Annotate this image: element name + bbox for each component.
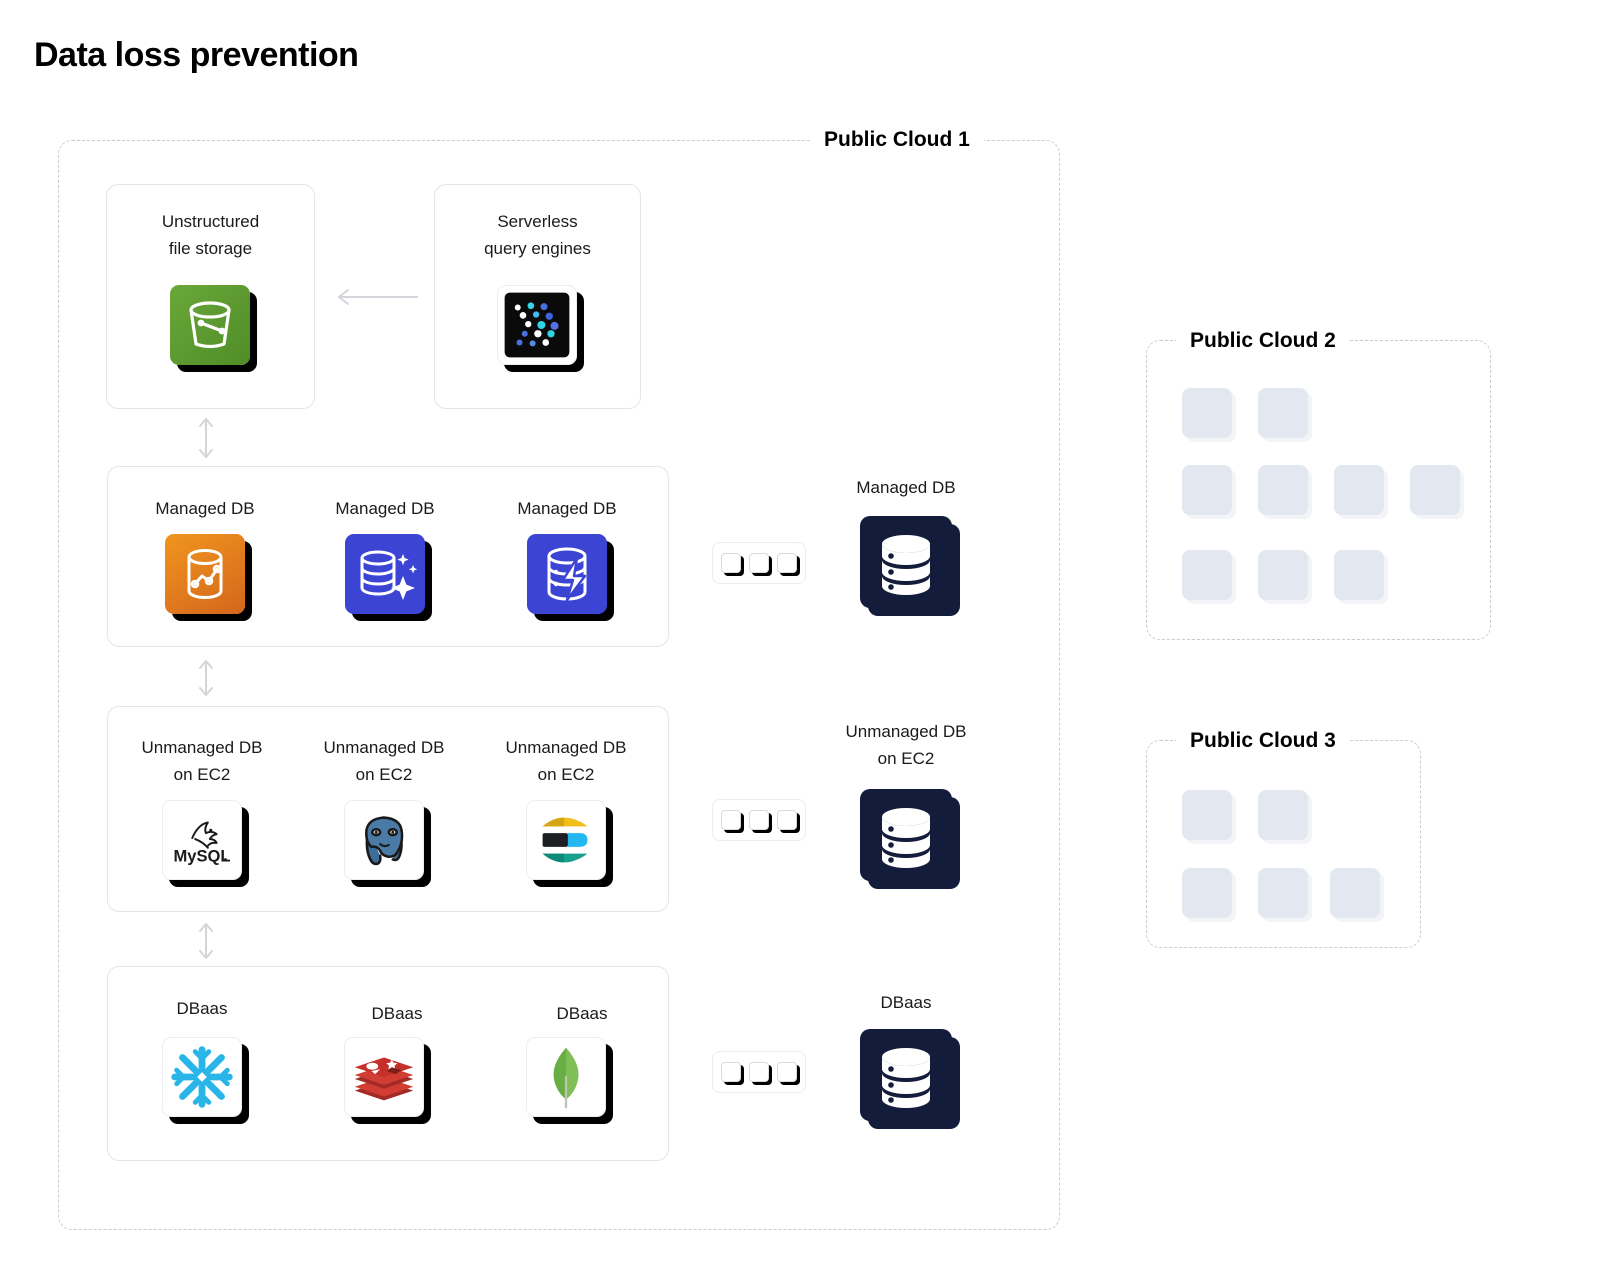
placeholder-tile xyxy=(1258,790,1308,840)
public-cloud-1-label: Public Cloud 1 xyxy=(810,129,984,150)
right-label-managed-db: Managed DB xyxy=(856,478,956,497)
server-square xyxy=(721,1062,741,1082)
mysql-icon: MySQL xyxy=(162,800,242,880)
arrow-serverless-to-storage xyxy=(328,287,420,307)
placeholder-tile xyxy=(1182,790,1232,840)
placeholder-tile xyxy=(1334,550,1384,600)
unmanaged-db-title-3: Unmanaged DB on EC2 xyxy=(505,738,627,784)
server-square xyxy=(749,553,769,573)
dbaas-title-1: DBaas xyxy=(176,999,228,1018)
placeholder-tile xyxy=(1182,868,1232,918)
managed-db-lightning-icon xyxy=(527,534,607,614)
arrow-managed-unmanaged xyxy=(196,657,216,699)
placeholder-tile xyxy=(1258,465,1308,515)
redshift-icon xyxy=(165,534,245,614)
unmanaged-db-title-2: Unmanaged DB on EC2 xyxy=(323,738,445,784)
page-title: Data loss prevention xyxy=(34,36,359,74)
right-label-dbaas: DBaas xyxy=(880,993,932,1012)
managed-db-title-2: Managed DB xyxy=(335,499,435,518)
server-square xyxy=(749,1062,769,1082)
elasticsearch-icon xyxy=(526,800,606,880)
mongodb-icon xyxy=(526,1037,606,1117)
public-cloud-2-label: Public Cloud 2 xyxy=(1176,330,1350,351)
placeholder-tile xyxy=(1258,388,1308,438)
svg-text:MySQL: MySQL xyxy=(173,846,230,865)
dbaas-title-3: DBaas xyxy=(556,1004,608,1023)
managed-db-sparkle-icon xyxy=(345,534,425,614)
dbaas-title-2: DBaas xyxy=(371,1004,423,1023)
placeholder-tile xyxy=(1182,550,1232,600)
server-square xyxy=(777,553,797,573)
placeholder-tile xyxy=(1258,868,1308,918)
public-cloud-3-label: Public Cloud 3 xyxy=(1176,730,1350,751)
placeholder-tile xyxy=(1258,550,1308,600)
database-stack-icon xyxy=(860,516,952,608)
placeholder-tile xyxy=(1410,465,1460,515)
arrow-unmanaged-dbaas xyxy=(196,920,216,962)
placeholder-tile xyxy=(1334,465,1384,515)
public-cloud-1-container xyxy=(58,140,1060,1230)
server-square xyxy=(777,1062,797,1082)
s3-bucket-icon xyxy=(170,285,250,365)
postgresql-icon xyxy=(344,800,424,880)
server-group-unmanaged-db[interactable] xyxy=(712,799,806,841)
redis-icon xyxy=(344,1037,424,1117)
server-square xyxy=(721,810,741,830)
managed-db-title-1: Managed DB xyxy=(155,499,255,518)
server-square xyxy=(777,810,797,830)
right-label-unmanaged-db: Unmanaged DB on EC2 xyxy=(845,722,967,768)
server-group-managed-db[interactable] xyxy=(712,542,806,584)
arrow-storage-managed xyxy=(196,415,216,461)
card-serverless-title: Serverless query engines xyxy=(484,212,591,258)
card-unstructured-title: Unstructured file storage xyxy=(161,212,260,258)
athena-query-icon xyxy=(497,285,577,365)
placeholder-tile xyxy=(1182,388,1232,438)
database-stack-icon xyxy=(860,789,952,881)
server-group-dbaas[interactable] xyxy=(712,1051,806,1093)
card-unstructured-file-storage[interactable] xyxy=(106,184,315,409)
managed-db-title-3: Managed DB xyxy=(517,499,617,518)
database-stack-icon xyxy=(860,1029,952,1121)
placeholder-tile xyxy=(1330,868,1380,918)
snowflake-icon xyxy=(162,1037,242,1117)
server-square xyxy=(749,810,769,830)
placeholder-tile xyxy=(1182,465,1232,515)
unmanaged-db-title-1: Unmanaged DB on EC2 xyxy=(141,738,263,784)
server-square xyxy=(721,553,741,573)
